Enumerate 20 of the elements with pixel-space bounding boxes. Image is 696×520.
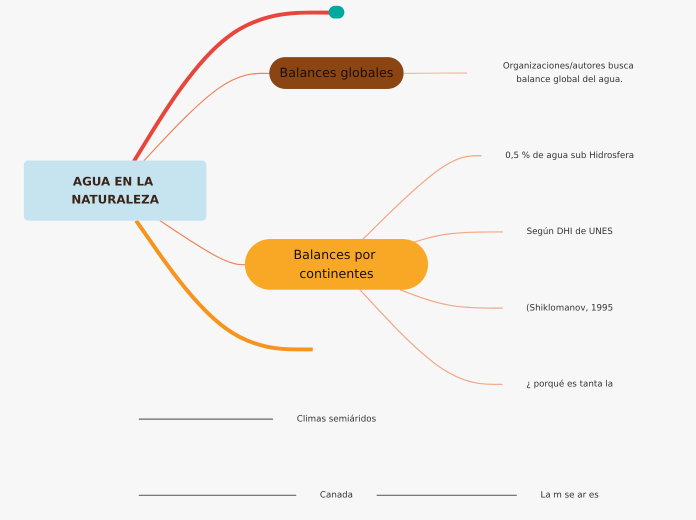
node-text: La m se ar es — [540, 490, 598, 500]
connector-line — [134, 219, 312, 352]
node-text: ¿ porqué es tanta la — [526, 378, 613, 389]
connector-line — [376, 494, 516, 496]
connector-line — [138, 494, 296, 496]
connector-line — [399, 289, 502, 309]
node-text: Canada — [320, 490, 353, 500]
connector-line — [413, 231, 503, 243]
connector-line — [403, 72, 467, 74]
node-text: Según DHI de UNES — [526, 226, 612, 236]
node-text: Climas semiáridos — [296, 413, 376, 424]
node-text: 0,5 % de agua sub Hidrosfera — [504, 150, 634, 160]
connector-line — [159, 220, 246, 266]
node-text: (Shiklomanov, 1995 — [526, 302, 613, 313]
connector-line — [142, 72, 270, 162]
connector-line — [359, 289, 502, 385]
node-text: Organizaciones/autores busca balance global del agua. — [502, 60, 634, 84]
connector-line — [362, 155, 482, 240]
connector-line — [138, 418, 273, 420]
connector-line — [132, 10, 330, 162]
